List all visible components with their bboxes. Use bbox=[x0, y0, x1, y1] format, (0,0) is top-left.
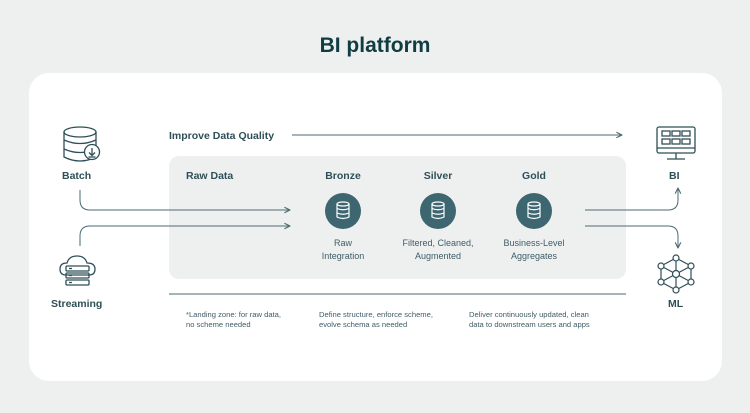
footnote-landing-zone: *Landing zone: for raw data, no scheme n… bbox=[186, 310, 281, 330]
raw-data-label: Raw Data bbox=[186, 170, 234, 182]
dashboard-monitor-icon bbox=[656, 126, 696, 160]
database-download-icon bbox=[63, 126, 101, 162]
quality-label: Improve Data Quality bbox=[169, 130, 275, 142]
footnote-line: evolve schema as needed bbox=[319, 320, 408, 329]
database-icon bbox=[431, 201, 445, 220]
footnote-line: Deliver continuously updated, clean bbox=[469, 310, 589, 319]
stage-desc-line: Raw bbox=[333, 238, 352, 248]
diagram-title: BI platform bbox=[319, 34, 431, 57]
batch-label: Batch bbox=[62, 170, 92, 182]
footnote-line: data to downstream users and apps bbox=[469, 320, 590, 329]
stage-name-gold: Gold bbox=[522, 170, 546, 182]
cloud-server-icon bbox=[59, 255, 96, 286]
gold-stage-node bbox=[516, 193, 552, 229]
database-icon bbox=[336, 201, 350, 220]
streaming-label: Streaming bbox=[51, 298, 103, 310]
bronze-stage-node bbox=[325, 193, 361, 229]
bi-label: BI bbox=[669, 170, 680, 182]
network-nodes-icon bbox=[657, 254, 695, 294]
ml-flow-arrow bbox=[585, 225, 678, 248]
stage-desc-line: Augmented bbox=[414, 251, 462, 261]
stage-desc-line: Filtered, Cleaned, bbox=[402, 238, 474, 248]
bi-flow-arrow bbox=[585, 188, 678, 211]
footnote-deliver: Deliver continuously updated, clean data… bbox=[469, 310, 590, 330]
stage-desc-line: Integration bbox=[321, 251, 365, 261]
ml-label: ML bbox=[668, 298, 684, 310]
stage-name-bronze: Bronze bbox=[325, 170, 361, 182]
stage-desc-bronze: Raw Integration bbox=[298, 237, 388, 263]
footnote-line: *Landing zone: for raw data, bbox=[186, 310, 281, 319]
stage-name-silver: Silver bbox=[423, 170, 453, 182]
footnote-line: no scheme needed bbox=[186, 320, 251, 329]
database-icon bbox=[527, 201, 541, 220]
streaming-flow-arrow bbox=[79, 226, 290, 246]
footnote-structure: Define structure, enforce scheme, evolve… bbox=[319, 310, 433, 330]
stage-desc-line: Business-Level bbox=[503, 238, 565, 248]
stage-desc-line: Aggregates bbox=[510, 251, 558, 261]
silver-stage-node bbox=[420, 193, 456, 229]
footnote-line: Define structure, enforce scheme, bbox=[319, 310, 433, 319]
stage-desc-gold: Business-Level Aggregates bbox=[484, 237, 584, 263]
stage-desc-silver: Filtered, Cleaned, Augmented bbox=[388, 237, 488, 263]
batch-flow-arrow bbox=[79, 190, 290, 210]
